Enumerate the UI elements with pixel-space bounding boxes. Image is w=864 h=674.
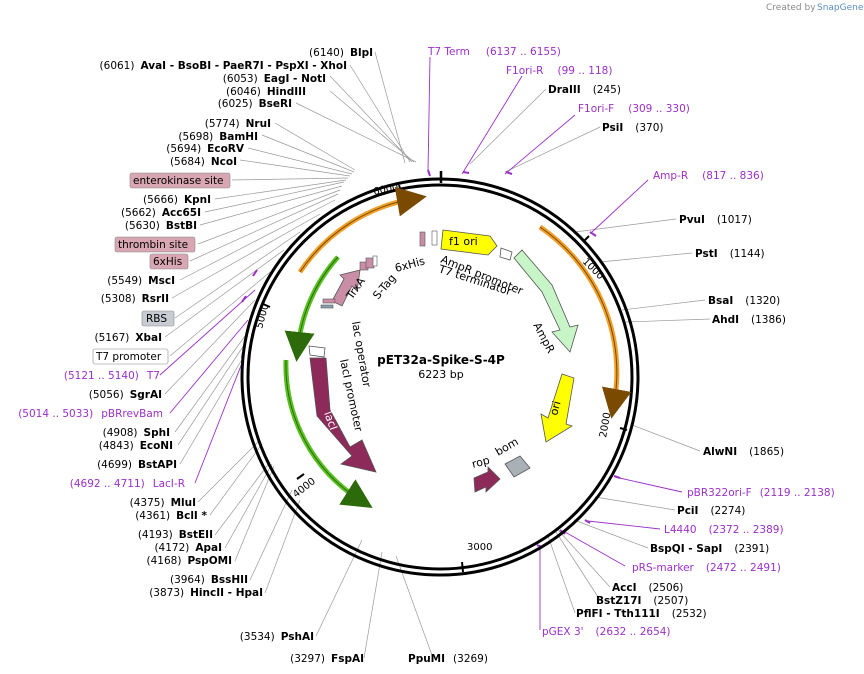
site-label[interactable]: (6025)BseRI (218, 98, 292, 110)
map-title: pET32a-Spike-S-4P (377, 353, 505, 367)
feature-label-ampr: AmpR (530, 320, 557, 355)
tick-label-3000: 3000 (467, 542, 492, 553)
site-label[interactable]: (4168)PspOMI (147, 555, 232, 567)
site-label[interactable]: (6140)BlpI (309, 47, 373, 59)
thrombin-site-box (114, 236, 196, 253)
site-labels-right: PpuMI(3269) DraIII(245) PsiI(370) PvuI(1… (408, 84, 786, 665)
site-label[interactable]: PciI(2274) (677, 505, 745, 517)
primer-labels: T7 Term(6137 .. 6155) F1ori-R(99 .. 118)… (18, 46, 835, 638)
site-labels-left: (6140)BlpI (6061)AvaI - BsoBI - PaeR7I -… (89, 47, 373, 665)
6xhis-box (149, 253, 189, 270)
primer-label[interactable]: pBR322ori-F(2119 .. 2138) (687, 487, 835, 499)
site-label[interactable]: (4193)BstEII (138, 529, 213, 541)
feature-label-laci: lacI (321, 410, 340, 432)
site-label[interactable]: (5056)SgrAI (89, 389, 162, 401)
feature-label-rop: rop (470, 454, 491, 471)
site-label[interactable]: BsaI(1320) (708, 295, 780, 307)
site-label[interactable]: (3873)HincII - HpaI (149, 587, 263, 599)
site-label[interactable]: (6053)EagI - NotI (223, 73, 326, 85)
primer-label[interactable]: F1ori-F(309 .. 330) (578, 103, 690, 115)
site-label[interactable]: (3297)FspAI (290, 653, 364, 665)
site-label[interactable]: PflFI - Tth111I(2532) (576, 608, 707, 620)
feature-bom[interactable]: bom (493, 435, 531, 478)
enterokinase-site-box (129, 172, 231, 189)
site-label[interactable]: DraIII(245) (548, 84, 621, 96)
primer-label[interactable]: (5121 .. 5140)T7 (64, 370, 160, 382)
site-label[interactable]: (4172)ApaI (154, 542, 222, 554)
site-label[interactable]: PsiI(370) (602, 122, 664, 134)
site-label[interactable]: BstZ17I(2507) (596, 595, 688, 607)
6xhis-label[interactable]: 6xHis (153, 256, 182, 268)
site-label[interactable]: (5308)RsrII (101, 293, 169, 305)
feature-label-ori: ori (547, 400, 563, 417)
feature-label-6xhis: 6xHis (393, 254, 426, 275)
rbs-label[interactable]: RBS (146, 313, 167, 325)
feature-label-stag: S-Tag (370, 272, 398, 302)
site-label[interactable]: BspQI - SapI(2391) (650, 543, 769, 555)
site-label[interactable]: PvuI(1017) (679, 214, 752, 226)
feature-trxa[interactable] (331, 269, 361, 307)
brand-created-by: Created by (766, 3, 816, 13)
feature-stag-and-tags[interactable] (320, 230, 438, 309)
primer-label[interactable]: L4440(2372 .. 2389) (664, 524, 784, 536)
tick-label-5000: 5000 (254, 302, 271, 329)
enterokinase-site-label[interactable]: enterokinase site (133, 175, 224, 187)
feature-f1-ori[interactable]: f1 ori (440, 229, 498, 256)
site-label[interactable]: (4361)BclI * (135, 510, 207, 522)
tick-label-6000: 6000 (372, 182, 399, 198)
primer-label[interactable]: pGEX 3'(2632 .. 2654) (542, 626, 671, 638)
primer-label[interactable]: F1ori-R(99 .. 118) (506, 65, 612, 77)
site-label[interactable]: (5167)XbaI (94, 332, 162, 344)
site-label[interactable]: (4699)BstAPI (97, 459, 177, 471)
primer-label[interactable]: Amp-R(817 .. 836) (653, 170, 764, 182)
site-label[interactable]: (3534)PshAI (240, 631, 314, 643)
site-label[interactable]: (5774)NruI (205, 118, 271, 130)
feature-label-bom: bom (493, 435, 521, 458)
site-label[interactable]: (5666)KpnI (143, 194, 211, 206)
feature-ampr[interactable] (513, 249, 579, 353)
map-length: 6223 bp (418, 368, 463, 381)
primer-label[interactable]: (4692 .. 4711)LacI-R (70, 478, 185, 490)
primer-label[interactable]: (5014 .. 5033)pBRrevBam (18, 408, 163, 420)
site-label[interactable]: (3964)BssHII (170, 574, 248, 586)
site-label[interactable]: (5630)BstBI (125, 220, 197, 232)
leader-lines (164, 51, 711, 659)
primer-label[interactable]: pRS-marker(2472 .. 2491) (632, 562, 781, 574)
site-label[interactable]: (6061)AvaI - BsoBI - PaeR7I - PspXI - Xh… (100, 60, 347, 72)
site-label[interactable]: (5684)NcoI (170, 156, 237, 168)
site-label[interactable]: (6046)HindIII (226, 86, 306, 98)
site-label[interactable]: (4843)EcoNI (99, 440, 173, 452)
site-label[interactable]: (4908)SphI (103, 427, 170, 439)
feature-rop[interactable]: rop (470, 454, 501, 493)
feature-ori[interactable]: ori (540, 373, 575, 443)
tick-label-4000: 4000 (291, 476, 318, 500)
primer-lines (159, 56, 683, 630)
brand-name: SnapGene (817, 3, 864, 13)
boxed-labels: enterokinase site thrombin site 6xHis RB… (92, 172, 231, 365)
site-label[interactable]: AlwNI(1865) (703, 446, 784, 458)
thrombin-site-label[interactable]: thrombin site (118, 239, 188, 251)
feature-label-f1-ori: f1 ori (449, 235, 478, 248)
rbs-box (141, 310, 175, 327)
site-label[interactable]: (5694)EcoRV (166, 143, 245, 155)
site-label[interactable]: AccI(2506) (612, 582, 683, 594)
site-label[interactable]: PstI(1144) (695, 248, 765, 260)
orange-arc-right (538, 224, 632, 419)
feature-ampr-promoter[interactable] (499, 247, 513, 261)
backbone-inner-strand (246, 183, 634, 571)
t7-promoter-label[interactable]: T7 promoter (95, 351, 162, 363)
site-label[interactable]: PpuMI(3269) (408, 653, 488, 665)
site-label[interactable]: (5549)MscI (107, 275, 175, 287)
primer-label[interactable]: T7 Term(6137 .. 6155) (427, 46, 561, 58)
feature-laci-promoter[interactable] (308, 345, 326, 358)
site-label[interactable]: (4375)MluI (130, 497, 196, 509)
t7-promoter-box (92, 348, 169, 365)
site-label[interactable]: AhdI(1386) (712, 314, 786, 326)
tick-label-2000: 2000 (598, 412, 613, 439)
site-label[interactable]: (5698)BamHI (178, 131, 258, 143)
site-label[interactable]: (5662)Acc65I (121, 207, 201, 219)
feature-laci[interactable]: lacI (309, 357, 377, 473)
